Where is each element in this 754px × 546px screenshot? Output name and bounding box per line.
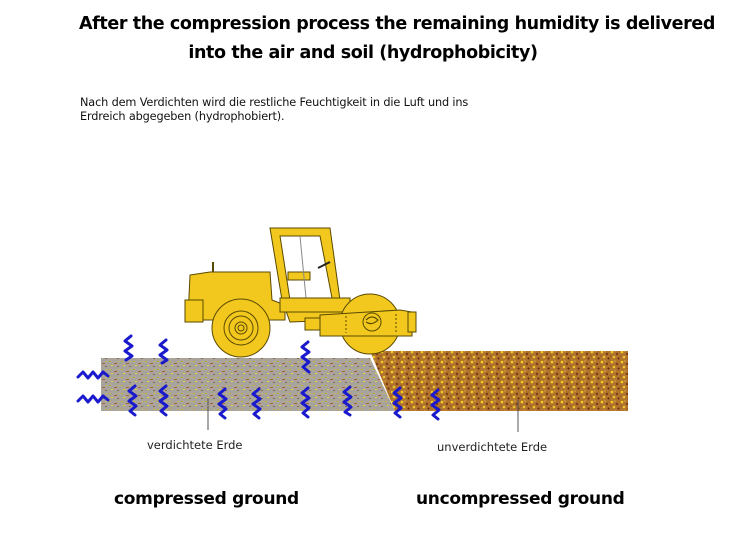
uncompressed-ground — [370, 351, 628, 411]
german-caption-line-2: Erdreich abgegeben (hydrophobiert). — [80, 110, 285, 123]
german-caption: Nach dem Verdichten wird die restliche F… — [80, 96, 468, 124]
road-roller-icon — [184, 227, 417, 358]
squiggle-horizontal-lower — [76, 394, 110, 404]
squiggle-horizontal-upper — [76, 370, 110, 380]
label-compressed-en: compressed ground — [114, 489, 299, 509]
slide-title-line-2: into the air and soil (hydrophobicity) — [188, 43, 538, 63]
slide-title-line-1: After the compression process the remain… — [79, 14, 715, 34]
label-uncompressed-en: uncompressed ground — [416, 489, 625, 509]
moisture-squiggles — [76, 334, 441, 421]
german-caption-line-1: Nach dem Verdichten wird die restliche F… — [80, 96, 469, 109]
compressed-ground — [101, 358, 395, 411]
label-compressed-de: verdichtete Erde — [147, 438, 243, 452]
label-uncompressed-de: unverdichtete Erde — [437, 440, 548, 454]
